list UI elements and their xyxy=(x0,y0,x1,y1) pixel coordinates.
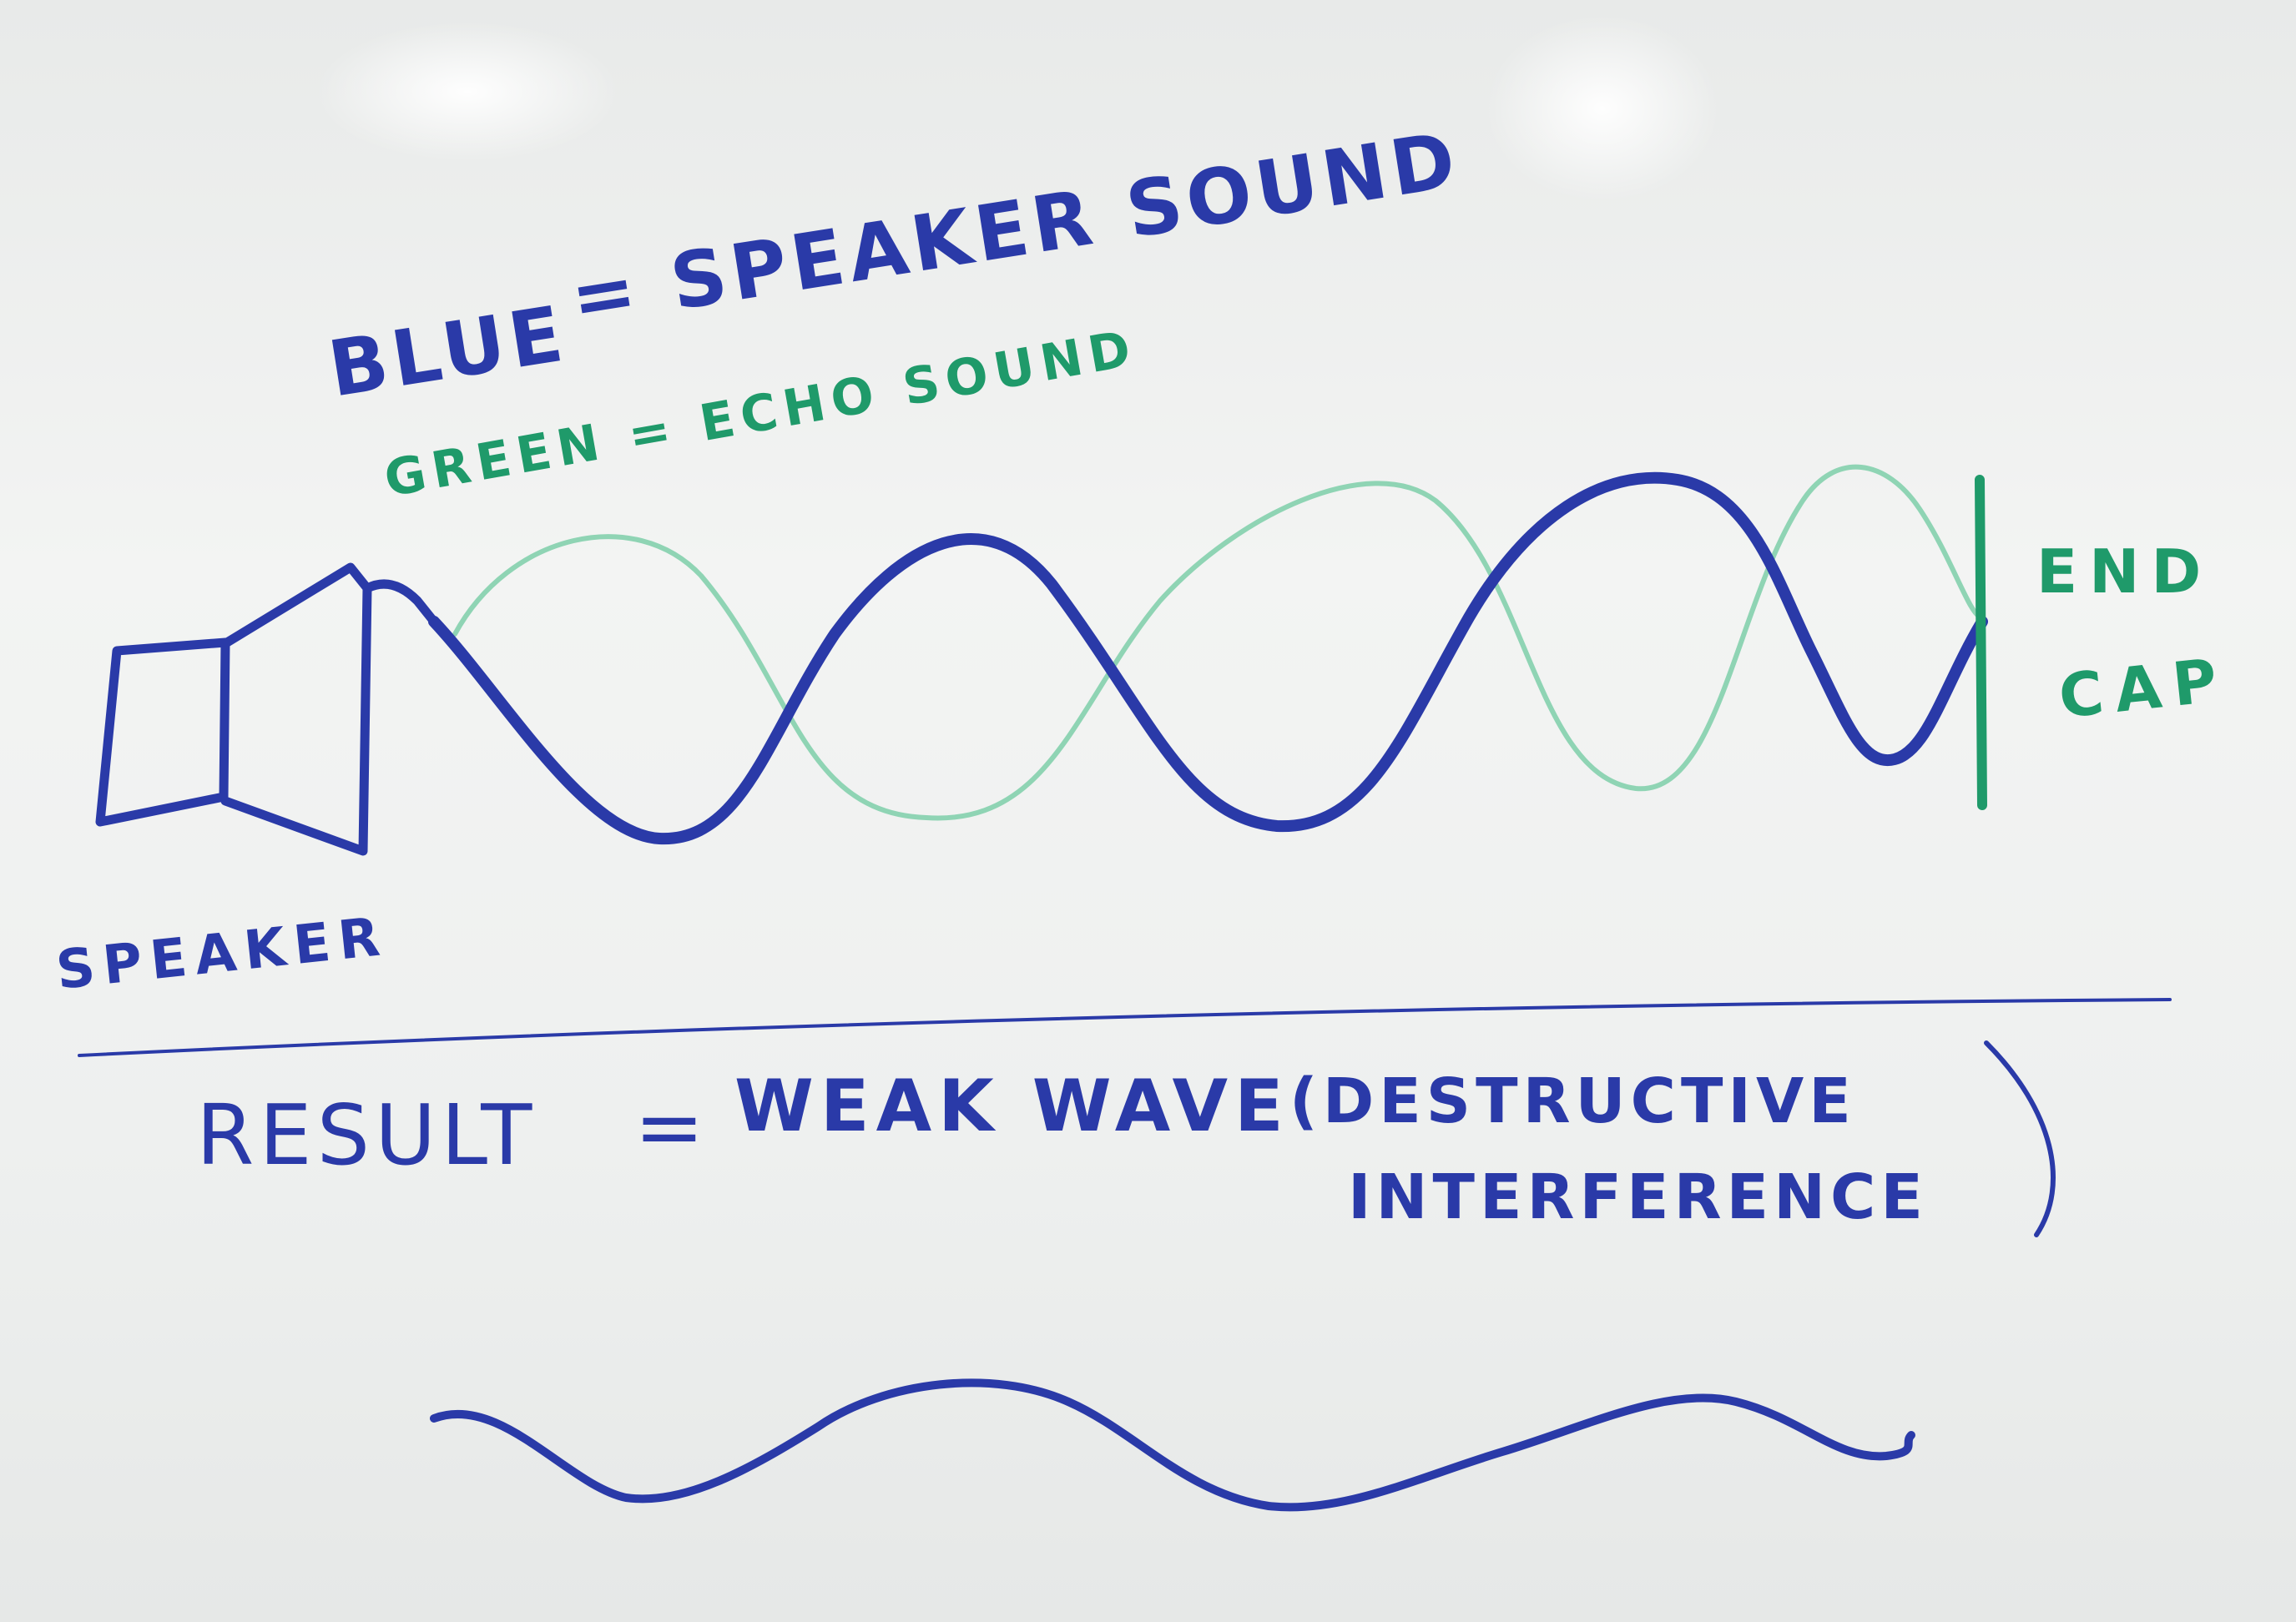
end-label: END xyxy=(2036,536,2213,607)
divider-line xyxy=(78,998,2172,1057)
closing-paren xyxy=(1984,1040,2056,1237)
weak-wave xyxy=(430,1378,1915,1512)
end-cap-line xyxy=(1975,475,1987,810)
legend-blue-word: BLUE xyxy=(323,289,573,415)
cap-label: CAP xyxy=(2056,644,2232,732)
speaker-label: SPEAKER xyxy=(53,906,391,1002)
legend-blue-text: = SPEAKER SOUND xyxy=(565,115,1466,344)
result-prefix: RESULT xyxy=(196,1086,537,1184)
result-paren-line1: (DESTRUCTIVE xyxy=(1289,1065,1856,1137)
speaker-icon xyxy=(95,562,439,856)
result-paren-line2: INTERFERENCE xyxy=(1348,1161,1928,1233)
echo-wave xyxy=(452,464,1985,821)
result-main: WEAK WAVE xyxy=(734,1065,1290,1148)
result-equals: = xyxy=(634,1078,709,1176)
speaker-wave xyxy=(428,471,1988,845)
